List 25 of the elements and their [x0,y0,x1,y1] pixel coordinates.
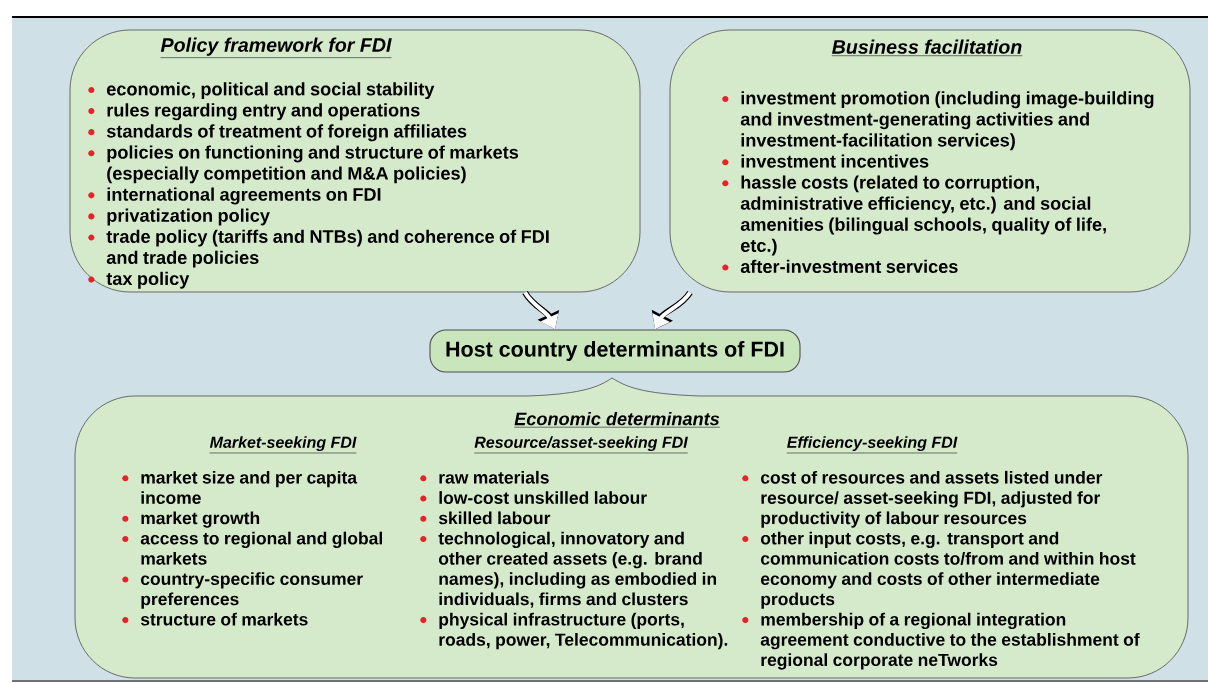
list-item: policies on functioning and structure of markets (especially competition and M&A policies) [88,145,519,184]
list-item: tax policy [88,271,190,289]
list-item: economic, political and social stability [88,82,435,100]
title-box: Host country determinants of FDI [429,329,801,373]
list-item: raw materials [420,470,549,484]
heading: Resource/asset-seeking FDI [474,436,688,454]
list-item: international agreements on FDI [88,187,381,205]
list-item: investment promotion (including image-building and investment-generating activities and investment-facilitation services) [722,91,1154,151]
heading: Policy framework for FDI [160,37,392,58]
list-item: rules regarding entry and operations [88,103,420,121]
list-item: after-investment services [722,259,958,274]
heading: Market-seeking FDI [209,436,357,454]
list-item: investment incentives [722,154,929,168]
list-item: market growth [122,511,260,528]
list-item: standards of treatment of foreign affiliates [88,124,467,142]
list-item: low-cost unskilled labour [420,491,647,504]
list-item: skilled labour [420,511,551,525]
heading: Business facilitation [831,39,1023,56]
list-item: structure of markets [122,612,308,626]
heading: Efficiency-seeking FDI [786,436,958,454]
list-item: privatization policy [88,208,270,226]
list-item: physical infrastructure (ports, roads, power, Telecommunication). [420,612,728,650]
list-item: hassle costs (related to corruption, administrative efficiency, etc.) and social amenities (bilingual schools, quality of life, etc.) [722,175,1106,256]
heading: Economic determinants [513,412,721,428]
list-item: membership of a regional integration agreement conductive to the establishment of regional corporate neTworks [742,612,1140,670]
